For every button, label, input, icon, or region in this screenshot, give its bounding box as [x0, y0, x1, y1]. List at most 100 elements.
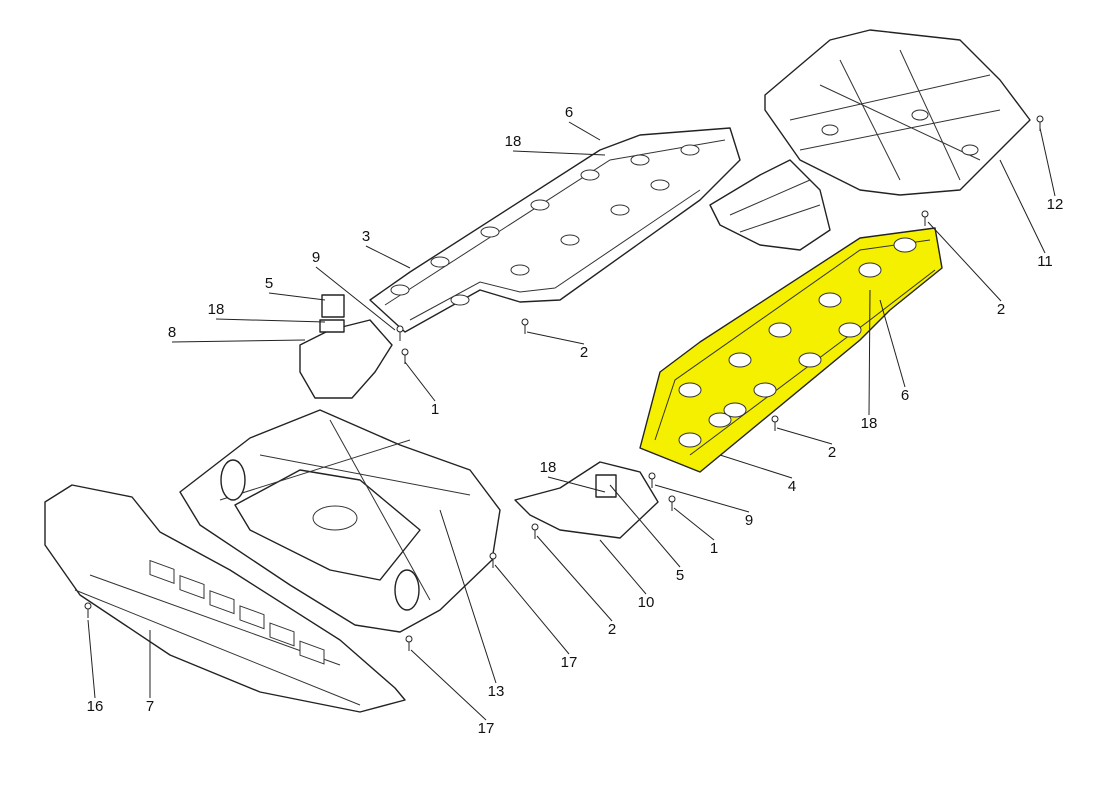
- callout-1[interactable]: 1: [404, 361, 439, 418]
- mount-hole: [580, 169, 600, 181]
- mount-hole: [678, 432, 702, 448]
- part-side-panel-right-highlighted[interactable]: [639, 227, 943, 473]
- callout-number: 3: [362, 228, 370, 245]
- callout-7[interactable]: 7: [146, 630, 154, 715]
- callout-18[interactable]: 18: [208, 301, 326, 323]
- callout-number: 2: [608, 621, 616, 638]
- leader-line: [439, 509, 497, 684]
- mount-hole: [798, 352, 822, 368]
- leader-line: [1039, 127, 1056, 197]
- leader-line: [526, 331, 585, 345]
- part-engine-undertray[interactable]: [179, 409, 501, 633]
- callout-1[interactable]: 1: [673, 507, 718, 557]
- leader-line: [404, 361, 436, 402]
- leader-line: [776, 427, 833, 445]
- leader-line: [512, 150, 606, 156]
- screw-head-icon: [1036, 115, 1044, 123]
- part-side-panel-left[interactable]: [369, 127, 741, 333]
- callout-number: 5: [265, 275, 273, 292]
- part-bracket-left[interactable]: [299, 294, 393, 399]
- mount-hole: [610, 204, 630, 216]
- callout-2[interactable]: 2: [927, 221, 1005, 318]
- callout-12[interactable]: 12: [1039, 127, 1064, 213]
- callout-number: 2: [997, 301, 1005, 318]
- screw-head-icon: [489, 552, 497, 560]
- leader-line: [536, 535, 613, 622]
- leader-line: [999, 159, 1046, 254]
- vent-slot: [239, 605, 265, 630]
- screw-head-icon: [521, 318, 529, 326]
- callout-18[interactable]: 18: [505, 133, 606, 156]
- callout-2[interactable]: 2: [776, 427, 836, 461]
- callout-number: 12: [1047, 196, 1064, 213]
- part-center-bracket[interactable]: [709, 159, 831, 251]
- callout-6[interactable]: 6: [879, 299, 909, 404]
- part-bracket-right[interactable]: [514, 461, 659, 539]
- callout-2[interactable]: 2: [536, 535, 616, 638]
- mount-hole: [430, 256, 450, 268]
- callout-number: 13: [488, 683, 505, 700]
- callout-5[interactable]: 5: [265, 275, 326, 301]
- callout-5[interactable]: 5: [609, 484, 684, 584]
- leader-line: [609, 484, 681, 568]
- callout-number: 1: [431, 401, 439, 418]
- callout-9[interactable]: 9: [312, 249, 396, 331]
- mount-hole: [560, 234, 580, 246]
- callout-18[interactable]: 18: [540, 459, 606, 493]
- callout-9[interactable]: 9: [654, 484, 753, 529]
- callout-8[interactable]: 8: [168, 324, 306, 343]
- callout-4[interactable]: 4: [719, 454, 796, 495]
- screw-head-icon: [84, 602, 92, 610]
- screw-head-icon: [401, 348, 409, 356]
- callout-number: 2: [580, 344, 588, 361]
- callout-number: 1: [710, 540, 718, 557]
- callout-17[interactable]: 17: [410, 649, 495, 737]
- mount-hole: [510, 264, 530, 276]
- callout-2[interactable]: 2: [526, 331, 588, 361]
- mount-hole: [480, 226, 500, 238]
- mount-hole: [530, 199, 550, 211]
- part-front-undertray[interactable]: [44, 484, 406, 713]
- mount-hole: [650, 179, 670, 191]
- vent-slot: [149, 559, 175, 585]
- vent-slot: [269, 622, 295, 647]
- callout-number: 5: [676, 567, 684, 584]
- callout-number: 2: [828, 444, 836, 461]
- vent-slot: [179, 575, 205, 600]
- callout-number: 6: [901, 387, 909, 404]
- callout-number: 18: [540, 459, 557, 476]
- mount-hole: [680, 144, 700, 156]
- callout-number: 18: [208, 301, 225, 318]
- callout-13[interactable]: 13: [439, 509, 505, 700]
- callout-18[interactable]: 18: [861, 289, 878, 432]
- callout-11[interactable]: 11: [999, 159, 1053, 270]
- leader-line: [215, 318, 326, 323]
- screw-head-icon: [531, 523, 539, 531]
- callout-3[interactable]: 3: [362, 228, 411, 269]
- screw-head-icon: [396, 325, 404, 333]
- callout-number: 17: [478, 720, 495, 737]
- callout-number: 9: [745, 512, 753, 529]
- callout-number: 10: [638, 594, 655, 611]
- leader-line: [365, 245, 411, 269]
- callout-number: 4: [788, 478, 796, 495]
- leader-line: [494, 564, 570, 655]
- mount-hole: [728, 352, 752, 368]
- callout-16[interactable]: 16: [87, 619, 104, 715]
- callout-10[interactable]: 10: [599, 539, 655, 611]
- callout-number: 18: [505, 133, 522, 150]
- screw-head-icon: [921, 210, 929, 218]
- mount-hole: [450, 294, 470, 306]
- screw-head-icon: [405, 635, 413, 643]
- callout-number: 11: [1037, 253, 1053, 270]
- leader-line: [568, 121, 601, 141]
- screw-head-icon: [668, 495, 676, 503]
- fasteners: [84, 115, 1044, 651]
- mount-hole: [858, 262, 882, 278]
- mount-hole: [630, 154, 650, 166]
- leader-line: [719, 454, 793, 479]
- leader-line: [547, 476, 606, 493]
- part-rear-undertray[interactable]: [764, 29, 1031, 196]
- callout-17[interactable]: 17: [494, 564, 577, 671]
- callout-6[interactable]: 6: [565, 104, 601, 141]
